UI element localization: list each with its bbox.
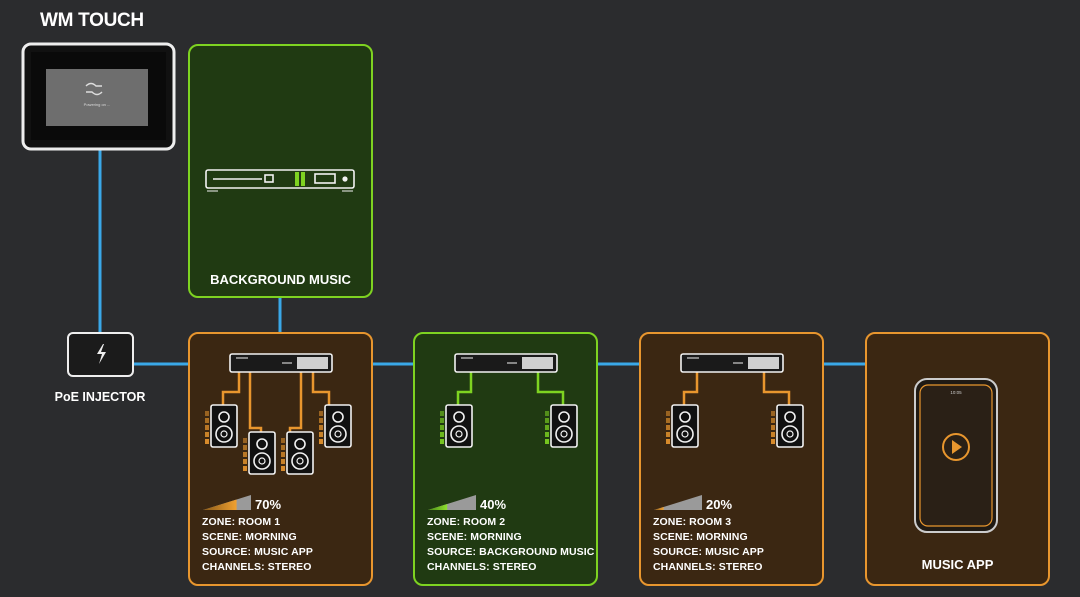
phone-time: 10:05 [950, 390, 962, 395]
zone-2-graphics [428, 353, 578, 510]
zone-scene-text: SCENE: MORNING [653, 531, 748, 543]
zone-channels-text: CHANNELS: STEREO [202, 561, 312, 573]
speaker-icon [243, 431, 276, 475]
zone-channels-text: CHANNELS: STEREO [653, 561, 763, 573]
speaker-wires [682, 372, 791, 405]
zone-2-box [413, 332, 598, 586]
zone-zone-text: ZONE: ROOM 2 [427, 516, 506, 528]
speaker-icon [666, 404, 699, 448]
background-music-label: BACKGROUND MUSIC [210, 272, 351, 287]
speaker-icon [771, 404, 804, 448]
speaker-icon [440, 404, 473, 448]
lightning-bolt-icon [97, 344, 106, 364]
speaker-icon [545, 404, 578, 448]
volume-bar [428, 495, 476, 510]
zone-source-text: SOURCE: MUSIC APP [653, 546, 764, 558]
zone-scene-text: SCENE: MORNING [202, 531, 297, 543]
zone-scene-text: SCENE: MORNING [427, 531, 522, 543]
music-app-label: MUSIC APP [921, 557, 994, 572]
wm-touch-device[interactable] [21, 42, 176, 151]
volume-percent: 20% [706, 497, 733, 512]
zone-3-graphics [654, 353, 804, 510]
touch-screen-text: Powering on ... [83, 102, 111, 107]
amplifier-icon [680, 353, 784, 373]
zone-source-text: SOURCE: MUSIC APP [202, 546, 313, 558]
volume-bar [654, 495, 702, 510]
volume-percent: 40% [480, 497, 507, 512]
zone-info: ZONE: ROOM 3 SCENE: MORNING SOURCE: MUSIC … [653, 515, 825, 575]
wm-touch-title: WM TOUCH [40, 10, 144, 31]
speaker-icon [205, 404, 238, 448]
zone-info: ZONE: ROOM 2 SCENE: MORNING SOURCE: BACKGR… [427, 515, 599, 575]
amplifier-icon [454, 353, 558, 373]
zone-1-box [188, 332, 373, 586]
zone-1-graphics [203, 353, 352, 510]
brand-logo-icon [85, 82, 103, 96]
zone-3-box [639, 332, 824, 586]
zone-channels-text: CHANNELS: STEREO [427, 561, 537, 573]
speaker-wires [221, 372, 331, 432]
phone-device [914, 378, 998, 533]
amplifier-icon [229, 353, 333, 373]
zone-info: ZONE: ROOM 1 SCENE: MORNING SOURCE: MUSIC … [202, 515, 374, 575]
poe-injector[interactable] [67, 332, 134, 377]
volume-percent: 70% [255, 497, 282, 512]
speaker-icon [319, 404, 352, 448]
volume-bar [203, 495, 251, 510]
poe-injector-label: PoE INJECTOR [54, 390, 146, 404]
zone-zone-text: ZONE: ROOM 1 [202, 516, 281, 528]
background-music-box[interactable] [188, 44, 373, 298]
speaker-icon [281, 431, 314, 475]
speaker-wires [456, 372, 565, 405]
play-button-icon [942, 433, 970, 461]
media-player-icon [205, 169, 355, 192]
zone-source-text: SOURCE: BACKGROUND MUSIC [427, 546, 595, 558]
zone-zone-text: ZONE: ROOM 3 [653, 516, 732, 528]
